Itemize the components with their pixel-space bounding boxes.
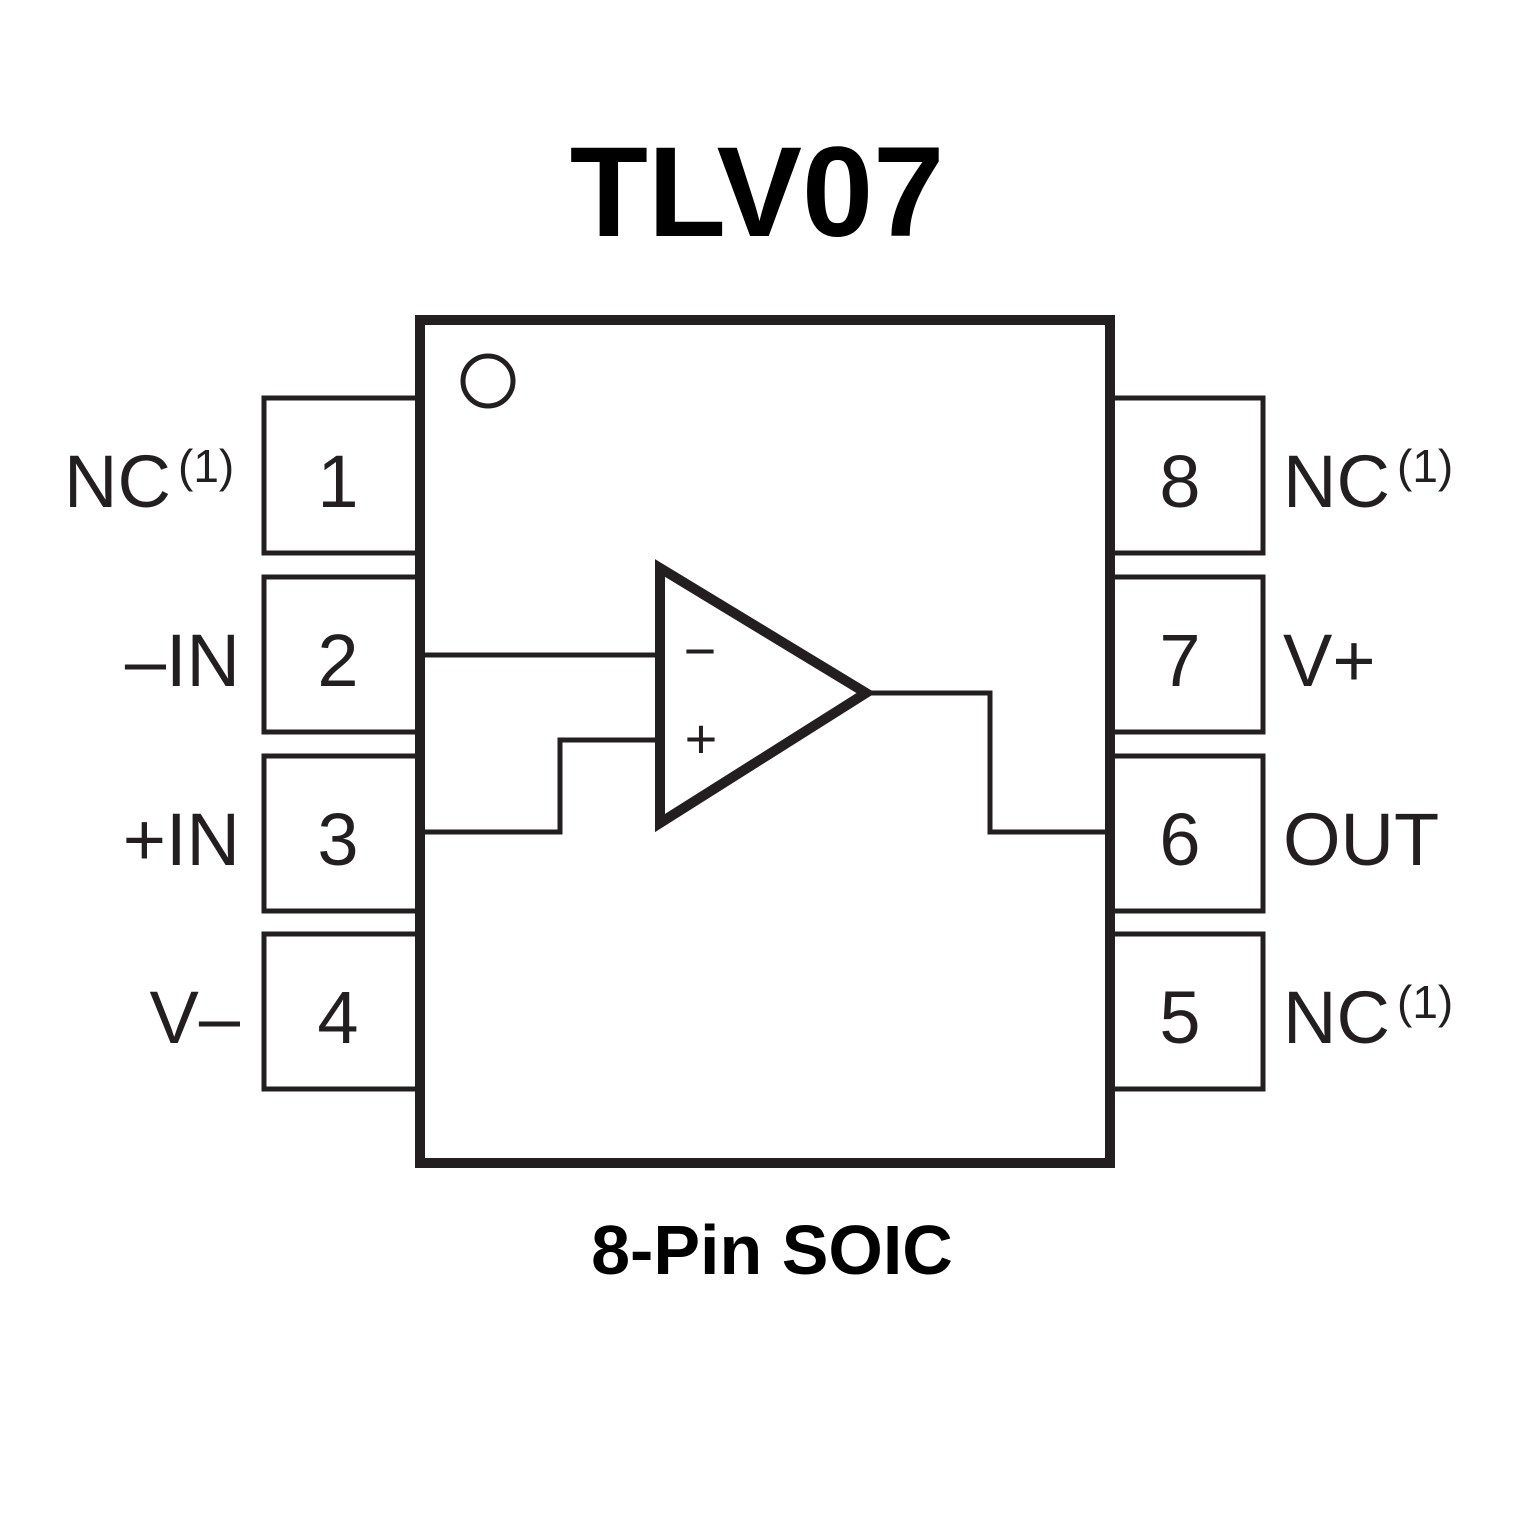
pin-1-dot-icon [460,353,516,409]
pin-footnote-5: (1) [1397,976,1453,1028]
noninverting-input-wire [425,737,660,835]
pin-label-8: NC (1) [1283,440,1453,523]
pin-number-3: 3 [317,798,358,881]
noninverting-sign: + [685,707,718,770]
package-label: 8-Pin SOIC [591,1211,953,1289]
opamp-triangle-icon [655,559,876,833]
pin-label-5: NC (1) [1283,976,1453,1059]
pin-name-2: –IN [125,619,240,702]
inverting-sign: − [684,619,717,682]
pin-3-box [261,753,423,914]
pin-1-box [261,395,423,556]
pin-name-6: OUT [1283,798,1439,881]
left-pins [261,395,423,1092]
pin-number-1: 1 [317,440,358,523]
pin-label-1: NC (1) [64,440,234,523]
pin-number-5: 5 [1159,976,1200,1059]
pin-number-4: 4 [317,976,358,1059]
package-body [415,315,1115,1168]
device-title: TLV07 [570,121,945,264]
pin-number-8: 8 [1159,440,1200,523]
pin-8-box [1105,395,1266,556]
pin-number-7: 7 [1159,619,1200,702]
pin-footnote-1: (1) [178,440,234,492]
pin-name-5: NC [1283,976,1390,1059]
right-pins [1105,395,1266,1092]
pin-name-4: V– [149,976,240,1059]
output-wire [866,690,1105,835]
pin-name-7: V+ [1283,619,1376,702]
pin-number-6: 6 [1159,798,1200,881]
pin-name-8: NC [1283,440,1390,523]
pin-footnote-8: (1) [1397,440,1453,492]
pin-2-box [261,574,423,735]
pin-name-3: +IN [123,798,240,881]
pin-name-1: NC [64,440,171,523]
pin-6-box [1105,753,1266,914]
pin-number-2: 2 [317,619,358,702]
